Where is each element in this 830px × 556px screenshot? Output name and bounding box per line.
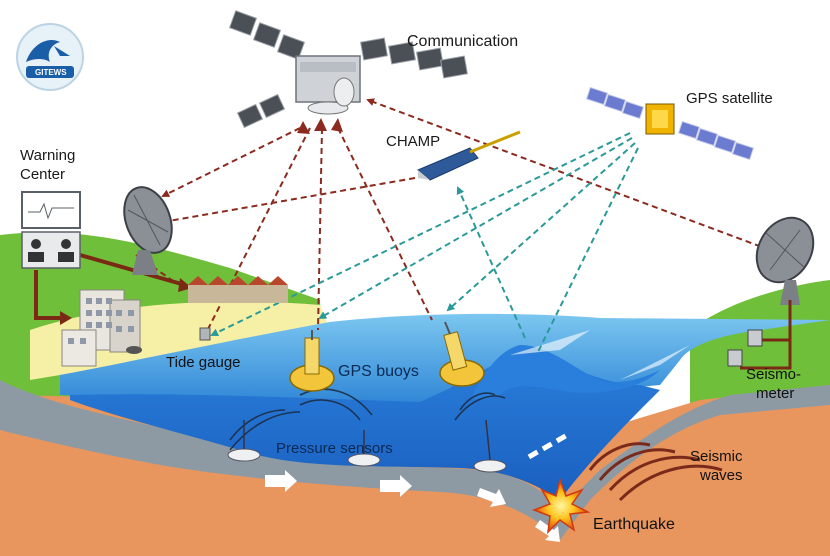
seismometer-icon — [747, 329, 763, 347]
gps-buoy-icon — [439, 321, 485, 387]
sonar-arcs — [229, 388, 506, 451]
tsunami-wave — [470, 345, 660, 400]
champ-satellite-icon — [417, 130, 521, 181]
gps-satellite-icon — [585, 86, 755, 161]
seafloor — [0, 380, 830, 540]
seismometer-dish-antenna-icon — [755, 216, 815, 305]
pressure-sensors-label: Pressure sensors — [276, 440, 393, 457]
earthquake-label: Earthquake — [593, 516, 675, 533]
seismic-waves-label-line1: Seismic — [690, 448, 743, 465]
wave-logo-icon — [16, 23, 84, 91]
champ-label: CHAMP — [386, 133, 441, 150]
seismometer-label-line2: meter — [756, 385, 795, 402]
pressure-sensor-icon — [347, 430, 381, 467]
warning-center-label-line2: Center — [20, 166, 66, 183]
gps-buoy-icon — [289, 330, 335, 392]
gps-buoys-label: GPS buoys — [338, 363, 419, 380]
communication-label: Communication — [407, 33, 519, 50]
gps-links — [210, 132, 639, 353]
computer-icon — [21, 191, 81, 269]
seismic-waves-label-line2: waves — [700, 467, 743, 484]
logo-text: GITEWS — [35, 68, 67, 77]
tide-gauge-label: Tide gauge — [166, 354, 241, 371]
seismic-wave-arcs — [588, 442, 723, 502]
seismometer-label-line1: Seismo- — [746, 366, 802, 383]
dish-antenna-icon — [123, 186, 173, 275]
earthquake-burst-icon — [531, 477, 591, 535]
seismometer-cable — [740, 300, 792, 370]
building-icon — [61, 289, 142, 367]
coastal-village — [188, 276, 288, 303]
pressure-sensor-icon — [473, 419, 507, 473]
gps-satellite-label: GPS satellite — [686, 90, 773, 107]
pressure-sensor-icon — [227, 420, 261, 462]
warning-center-label-line1: Warning — [20, 147, 76, 164]
plate-motion-arrows — [265, 470, 560, 542]
communication-satellite-icon — [228, 10, 468, 129]
warning-to-city-arrow — [34, 270, 62, 320]
tide-gauge-icon — [199, 327, 211, 341]
